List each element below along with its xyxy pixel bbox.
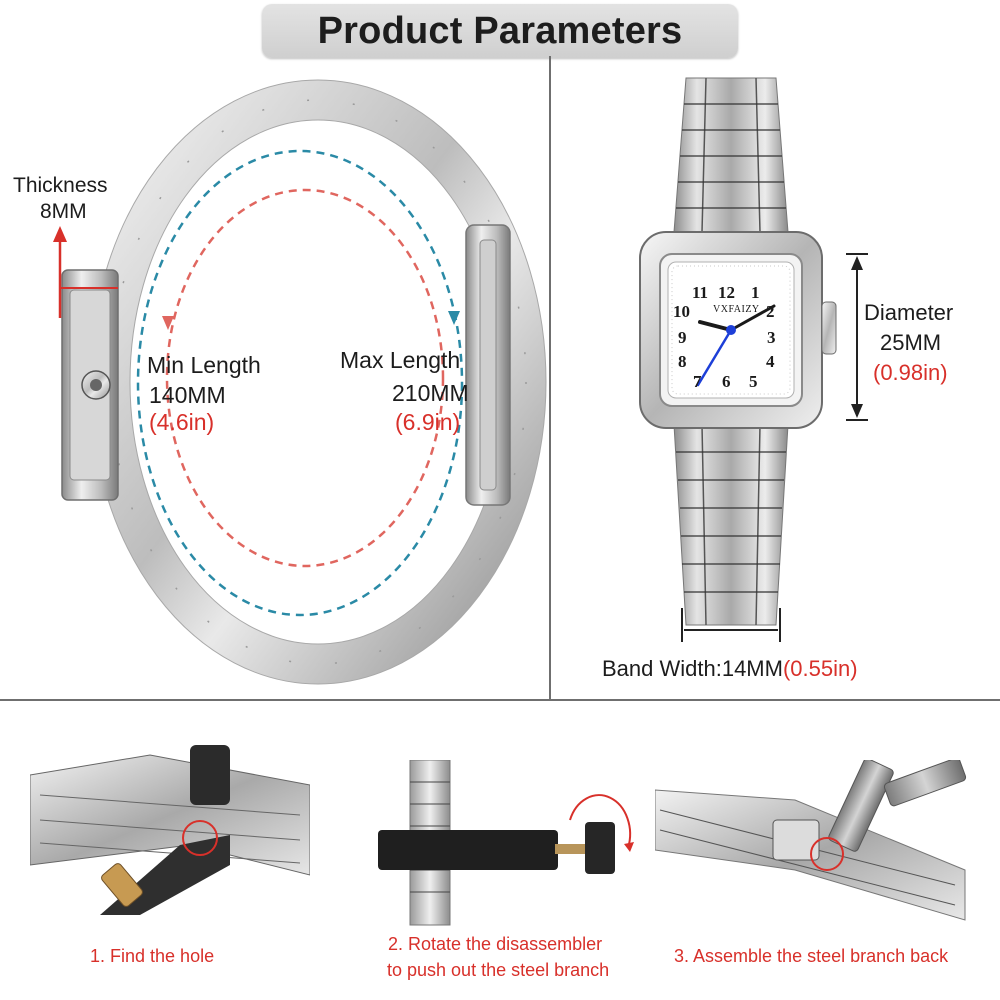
watch-case-side xyxy=(61,269,119,501)
title-banner: Product Parameters xyxy=(262,4,738,58)
dial-numeral-12: 12 xyxy=(718,283,735,302)
max-length-mm: 210MM xyxy=(392,380,469,406)
watch-front-illustration xyxy=(639,77,868,642)
step-1-caption: 1. Find the hole xyxy=(90,946,215,966)
diameter-label: Diameter xyxy=(864,300,954,325)
band-width-caption: Band Width:14MM(0.55in) xyxy=(602,656,858,682)
page-title: Product Parameters xyxy=(317,9,683,52)
max-length-label: Max Length xyxy=(340,347,461,373)
max-length-loop xyxy=(136,149,464,617)
dial-numeral-1: 1 xyxy=(751,283,760,302)
dial-numeral-5: 5 xyxy=(749,372,758,391)
horizontal-divider xyxy=(0,699,1000,701)
max-length-in: (6.9in) xyxy=(395,409,461,435)
min-length-in: (4.6in) xyxy=(149,409,215,435)
dial-numeral-8: 8 xyxy=(678,352,687,371)
step-2-caption-line-1: 2. Rotate the disassembler xyxy=(388,934,603,954)
dial-numeral-9: 9 xyxy=(678,328,687,347)
watch-case xyxy=(639,231,837,429)
band-width-marker xyxy=(681,608,781,642)
diameter-marker xyxy=(846,253,868,421)
dial-numeral-4: 4 xyxy=(766,352,775,371)
step-2-caption-line-2: to push out the steel branch xyxy=(387,960,610,980)
band-width-in: (0.55in) xyxy=(782,656,858,681)
step-2-illustration xyxy=(378,760,634,926)
vertical-divider xyxy=(549,56,551,701)
minute-hand xyxy=(729,304,776,332)
dial-numeral-6: 6 xyxy=(722,372,731,391)
band-top xyxy=(673,77,789,233)
hour-hand xyxy=(698,320,733,332)
diameter-mm: 25MM xyxy=(880,330,942,355)
step-3-illustration xyxy=(655,760,967,921)
bracelet-clasp xyxy=(465,224,511,506)
step-1-illustration xyxy=(30,745,310,915)
dial-numeral-3: 3 xyxy=(767,328,776,347)
step-3-caption: 3. Assemble the steel branch back xyxy=(674,946,949,966)
band-width-label: Band Width:14MM xyxy=(602,656,783,681)
thickness-label: Thickness xyxy=(13,174,108,197)
thickness-marker xyxy=(53,226,118,318)
min-length-loop xyxy=(165,188,445,568)
dial-numeral-11: 11 xyxy=(692,283,709,302)
min-length-mm: 140MM xyxy=(149,382,226,408)
dial-numeral-10: 10 xyxy=(673,302,690,321)
dial-numeral-7: 7 xyxy=(693,372,702,391)
watch-brand-logo: VXFAIZY xyxy=(713,304,760,315)
diameter-in: (0.98in) xyxy=(873,360,948,385)
thickness-value: 8MM xyxy=(40,200,87,223)
dial-numeral-2: 2 xyxy=(766,302,775,321)
min-length-label: Min Length xyxy=(147,352,261,378)
band-bottom xyxy=(673,424,789,626)
bracelet-loop-illustration xyxy=(53,79,547,685)
second-hand xyxy=(696,328,733,387)
